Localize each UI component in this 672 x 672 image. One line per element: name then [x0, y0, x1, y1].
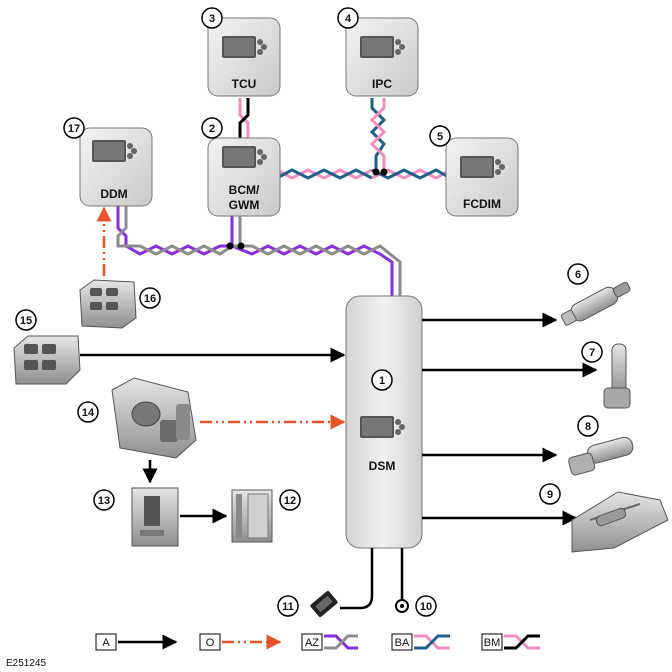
callout-13: 13	[93, 489, 115, 511]
seat-track-9	[571, 491, 669, 553]
can-network-upper	[238, 98, 451, 180]
svg-text:6: 6	[575, 269, 581, 281]
callout-12: 12	[279, 489, 301, 511]
svg-text:A: A	[102, 637, 110, 649]
callout-3: 3	[201, 7, 223, 29]
bcm-label-line2: GWM	[229, 198, 260, 212]
legend-lin: O	[199, 633, 282, 651]
tcu-label: TCU	[232, 77, 257, 91]
motor-icon	[560, 282, 631, 326]
svg-text:O: O	[206, 637, 215, 649]
motor-8	[568, 436, 634, 476]
callouts: 1 2 3 4 5 6 7 8 9 10 11 12 13 14 15 16 1…	[15, 7, 603, 617]
motor-7	[603, 343, 631, 409]
legend: A O AZ BA BM	[95, 633, 540, 651]
svg-text:13: 13	[98, 495, 110, 507]
svg-text:15: 15	[20, 315, 32, 327]
callout-1: 1	[371, 369, 393, 391]
motor-icon	[603, 343, 631, 409]
callout-5: 5	[429, 125, 451, 147]
svg-text:1: 1	[379, 375, 385, 387]
ddm-module: DDM	[79, 127, 153, 207]
callout-15: 15	[15, 309, 37, 331]
svg-text:2: 2	[209, 123, 215, 135]
motor-icon	[568, 436, 634, 476]
dsm-label: DSM	[369, 459, 396, 473]
svg-text:16: 16	[144, 293, 156, 305]
legend-hardwired: A	[95, 633, 178, 651]
hardwired-connections	[80, 312, 598, 610]
figure-reference: E251245	[6, 658, 46, 669]
can-network-lower	[116, 206, 402, 296]
motor-6	[560, 282, 631, 326]
svg-text:11: 11	[282, 601, 294, 613]
legend-can-az: AZ	[301, 633, 358, 651]
callout-10: 10	[415, 595, 437, 617]
legend-can-ba: BA	[391, 633, 450, 651]
ipc-label: IPC	[372, 77, 392, 91]
svg-text:9: 9	[547, 489, 553, 501]
svg-text:7: 7	[589, 347, 595, 359]
svg-text:17: 17	[68, 123, 80, 135]
svg-text:14: 14	[82, 407, 95, 419]
callout-9: 9	[539, 483, 561, 505]
seat-switch-14	[111, 377, 197, 459]
legend-can-bm: BM	[481, 633, 540, 651]
callout-8: 8	[577, 415, 599, 437]
callout-11: 11	[277, 595, 299, 617]
switch-pack-icon	[79, 279, 137, 329]
callout-4: 4	[337, 7, 359, 29]
bcm-label-line1: BCM/	[229, 183, 260, 197]
lin-connections	[96, 206, 346, 430]
ddm-label: DDM	[100, 187, 127, 201]
fuse-icon	[310, 590, 338, 618]
ipc-module: IPC	[345, 17, 419, 97]
svg-text:BM: BM	[484, 637, 501, 649]
callout-6: 6	[567, 263, 589, 285]
callout-16: 16	[139, 287, 161, 309]
fcdim-module: FCDIM	[445, 137, 519, 217]
callout-2: 2	[201, 117, 223, 139]
ground-icon	[395, 599, 409, 613]
tcu-module: TCU	[207, 17, 281, 97]
switch-pack-16	[79, 279, 137, 329]
svg-text:8: 8	[585, 421, 591, 433]
switch-pack-15	[13, 335, 81, 385]
ground-10	[395, 599, 409, 613]
callout-17: 17	[63, 117, 85, 139]
svg-text:4: 4	[345, 13, 352, 25]
bcm-gwm-module: BCM/ GWM	[207, 137, 281, 217]
dsm-module: DSM	[345, 295, 423, 549]
svg-text:BA: BA	[395, 637, 410, 649]
switch-pack-icon	[13, 335, 81, 385]
relay-12	[231, 489, 273, 543]
fcdim-label: FCDIM	[463, 197, 501, 211]
switch-pack-icon	[111, 377, 197, 459]
svg-text:10: 10	[420, 601, 432, 613]
seat-track-icon	[571, 491, 669, 553]
fuse-11	[310, 590, 338, 618]
callout-7: 7	[581, 341, 603, 363]
callout-14: 14	[77, 401, 99, 423]
svg-text:3: 3	[209, 13, 215, 25]
connector-13	[131, 487, 179, 547]
svg-text:12: 12	[284, 495, 296, 507]
svg-text:5: 5	[437, 131, 443, 143]
svg-text:AZ: AZ	[305, 637, 319, 649]
